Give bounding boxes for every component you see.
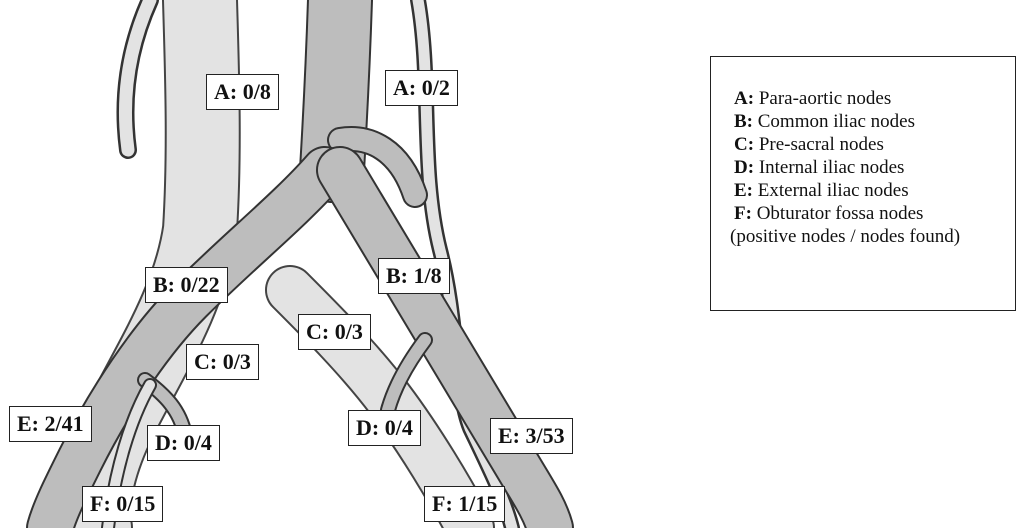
node-label-a-right: A: 0/2 — [385, 70, 458, 106]
legend-item-b: B: Common iliac nodes — [734, 110, 1015, 133]
node-label-e-right: E: 3/53 — [490, 418, 573, 454]
legend-note: (positive nodes / nodes found) — [730, 225, 1015, 248]
legend-item-a: A: Para-aortic nodes — [734, 87, 1015, 110]
node-label-c-right: C: 0/3 — [298, 314, 371, 350]
legend-item-c: C: Pre-sacral nodes — [734, 133, 1015, 156]
node-label-a-left: A: 0/8 — [206, 74, 279, 110]
node-label-d-right: D: 0/4 — [348, 410, 421, 446]
legend-item-f: F: Obturator fossa nodes — [734, 202, 1015, 225]
legend-box: A: Para-aortic nodes B: Common iliac nod… — [710, 56, 1016, 311]
node-label-c-left: C: 0/3 — [186, 344, 259, 380]
node-label-b-right: B: 1/8 — [378, 258, 450, 294]
node-label-e-left: E: 2/41 — [9, 406, 92, 442]
node-label-f-right: F: 1/15 — [424, 486, 505, 522]
node-label-b-left: B: 0/22 — [145, 267, 228, 303]
node-label-d-left: D: 0/4 — [147, 425, 220, 461]
node-label-f-left: F: 0/15 — [82, 486, 163, 522]
legend-item-d: D: Internal iliac nodes — [734, 156, 1015, 179]
legend-item-e: E: External iliac nodes — [734, 179, 1015, 202]
